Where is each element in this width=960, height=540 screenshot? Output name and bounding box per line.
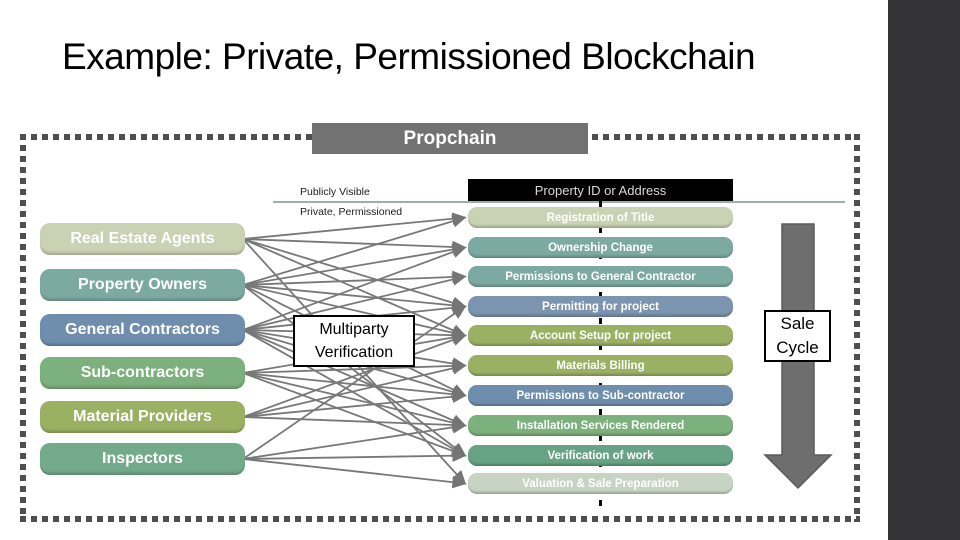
entity-sub-contractors: Sub-contractors: [40, 357, 245, 389]
step-permissions-sub-contractor: Permissions to Sub-contractor: [468, 385, 733, 406]
propchain-header: Propchain: [312, 123, 588, 154]
dashed-border-left: [20, 134, 26, 522]
step-permitting-for-project: Permitting for project: [468, 296, 733, 317]
private-permissioned-label: Private, Permissioned: [300, 206, 403, 218]
entity-real-estate-agents: Real Estate Agents: [40, 223, 245, 255]
entity-general-contractors: General Contractors: [40, 314, 245, 346]
step-property-id: Property ID or Address: [468, 179, 733, 201]
right-sidebar-panel: [888, 0, 960, 540]
entity-property-owners: Property Owners: [40, 269, 245, 301]
sale-cycle-label: Sale Cycle: [764, 310, 831, 362]
dashed-border-right: [854, 134, 860, 522]
step-installation-services: Installation Services Rendered: [468, 415, 733, 436]
step-registration-of-title: Registration of Title: [468, 207, 733, 228]
dashed-border-bottom: [20, 516, 860, 522]
step-ownership-change: Ownership Change: [468, 237, 733, 258]
step-permissions-general-contractor: Permissions to General Contractor: [468, 266, 733, 287]
step-valuation-sale-preparation: Valuation & Sale Preparation: [468, 473, 733, 494]
slide-title: Example: Private, Permissioned Blockchai…: [62, 36, 756, 77]
publicly-visible-label: Publicly Visible: [300, 186, 370, 198]
step-materials-billing: Materials Billing: [468, 355, 733, 376]
public-private-divider: [273, 201, 845, 203]
entity-material-providers: Material Providers: [40, 401, 245, 433]
entity-inspectors: Inspectors: [40, 443, 245, 475]
step-verification-of-work: Verification of work: [468, 445, 733, 466]
step-account-setup: Account Setup for project: [468, 325, 733, 346]
multiparty-verification-box: Multiparty Verification: [293, 315, 415, 367]
